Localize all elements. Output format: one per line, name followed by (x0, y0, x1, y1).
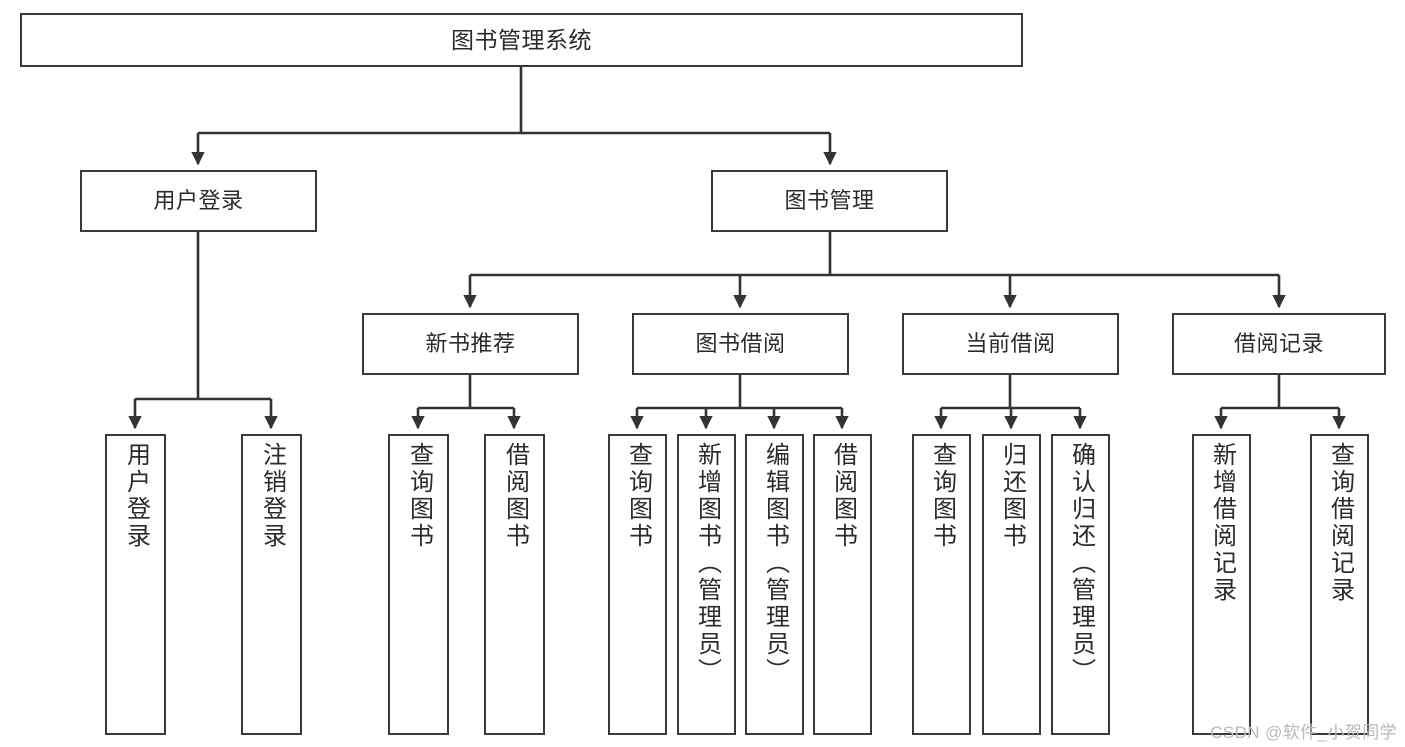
node-root-label: 图书管理系统 (451, 26, 592, 53)
node-leaf-add-book-label: 新增图书（管理员） (693, 442, 721, 685)
node-leaf-query-book-1[interactable]: 查询图书 (388, 434, 449, 735)
node-book-manage[interactable]: 图书管理 (711, 170, 948, 232)
node-leaf-query-record-label: 查询借阅记录 (1326, 442, 1354, 604)
node-leaf-query-book-3-label: 查询图书 (928, 442, 956, 550)
node-leaf-user-login[interactable]: 用户登录 (105, 434, 166, 735)
node-leaf-query-book-2-label: 查询图书 (624, 442, 652, 550)
node-leaf-add-record-label: 新增借阅记录 (1208, 442, 1236, 604)
node-user-login-label: 用户登录 (153, 188, 244, 214)
node-leaf-confirm-return-label: 确认归还（管理员） (1067, 442, 1095, 685)
node-root[interactable]: 图书管理系统 (20, 13, 1023, 67)
node-leaf-add-book[interactable]: 新增图书（管理员） (677, 434, 736, 735)
node-current-borrow[interactable]: 当前借阅 (902, 313, 1119, 375)
node-leaf-borrow-book-2-label: 借阅图书 (829, 442, 857, 550)
watermark-text: CSDN @软件_小贺同学 (1210, 723, 1397, 742)
node-leaf-query-book-2[interactable]: 查询图书 (608, 434, 667, 735)
node-leaf-confirm-return[interactable]: 确认归还（管理员） (1051, 434, 1110, 735)
node-leaf-logout[interactable]: 注销登录 (241, 434, 302, 735)
node-borrow-record-label: 借阅记录 (1233, 331, 1324, 357)
node-borrow-record[interactable]: 借阅记录 (1172, 313, 1386, 375)
node-leaf-edit-book-label: 编辑图书（管理员） (761, 442, 789, 685)
node-user-login[interactable]: 用户登录 (80, 170, 317, 232)
node-leaf-user-login-label: 用户登录 (122, 442, 150, 550)
node-leaf-borrow-book-1[interactable]: 借阅图书 (484, 434, 545, 735)
node-leaf-query-book-3[interactable]: 查询图书 (912, 434, 971, 735)
node-new-book-recommend[interactable]: 新书推荐 (362, 313, 579, 375)
node-leaf-logout-label: 注销登录 (258, 442, 286, 550)
node-current-borrow-label: 当前借阅 (965, 331, 1056, 357)
node-leaf-return-book-label: 归还图书 (998, 442, 1026, 550)
node-leaf-borrow-book-2[interactable]: 借阅图书 (813, 434, 872, 735)
node-leaf-edit-book[interactable]: 编辑图书（管理员） (745, 434, 804, 735)
node-leaf-query-record[interactable]: 查询借阅记录 (1310, 434, 1369, 735)
node-leaf-borrow-book-1-label: 借阅图书 (501, 442, 529, 550)
node-new-book-recommend-label: 新书推荐 (425, 331, 516, 357)
node-leaf-query-book-1-label: 查询图书 (405, 442, 433, 550)
node-book-borrow-label: 图书借阅 (695, 331, 786, 357)
node-leaf-add-record[interactable]: 新增借阅记录 (1192, 434, 1251, 735)
node-book-borrow[interactable]: 图书借阅 (632, 313, 849, 375)
node-leaf-return-book[interactable]: 归还图书 (982, 434, 1041, 735)
node-book-manage-label: 图书管理 (784, 188, 875, 214)
